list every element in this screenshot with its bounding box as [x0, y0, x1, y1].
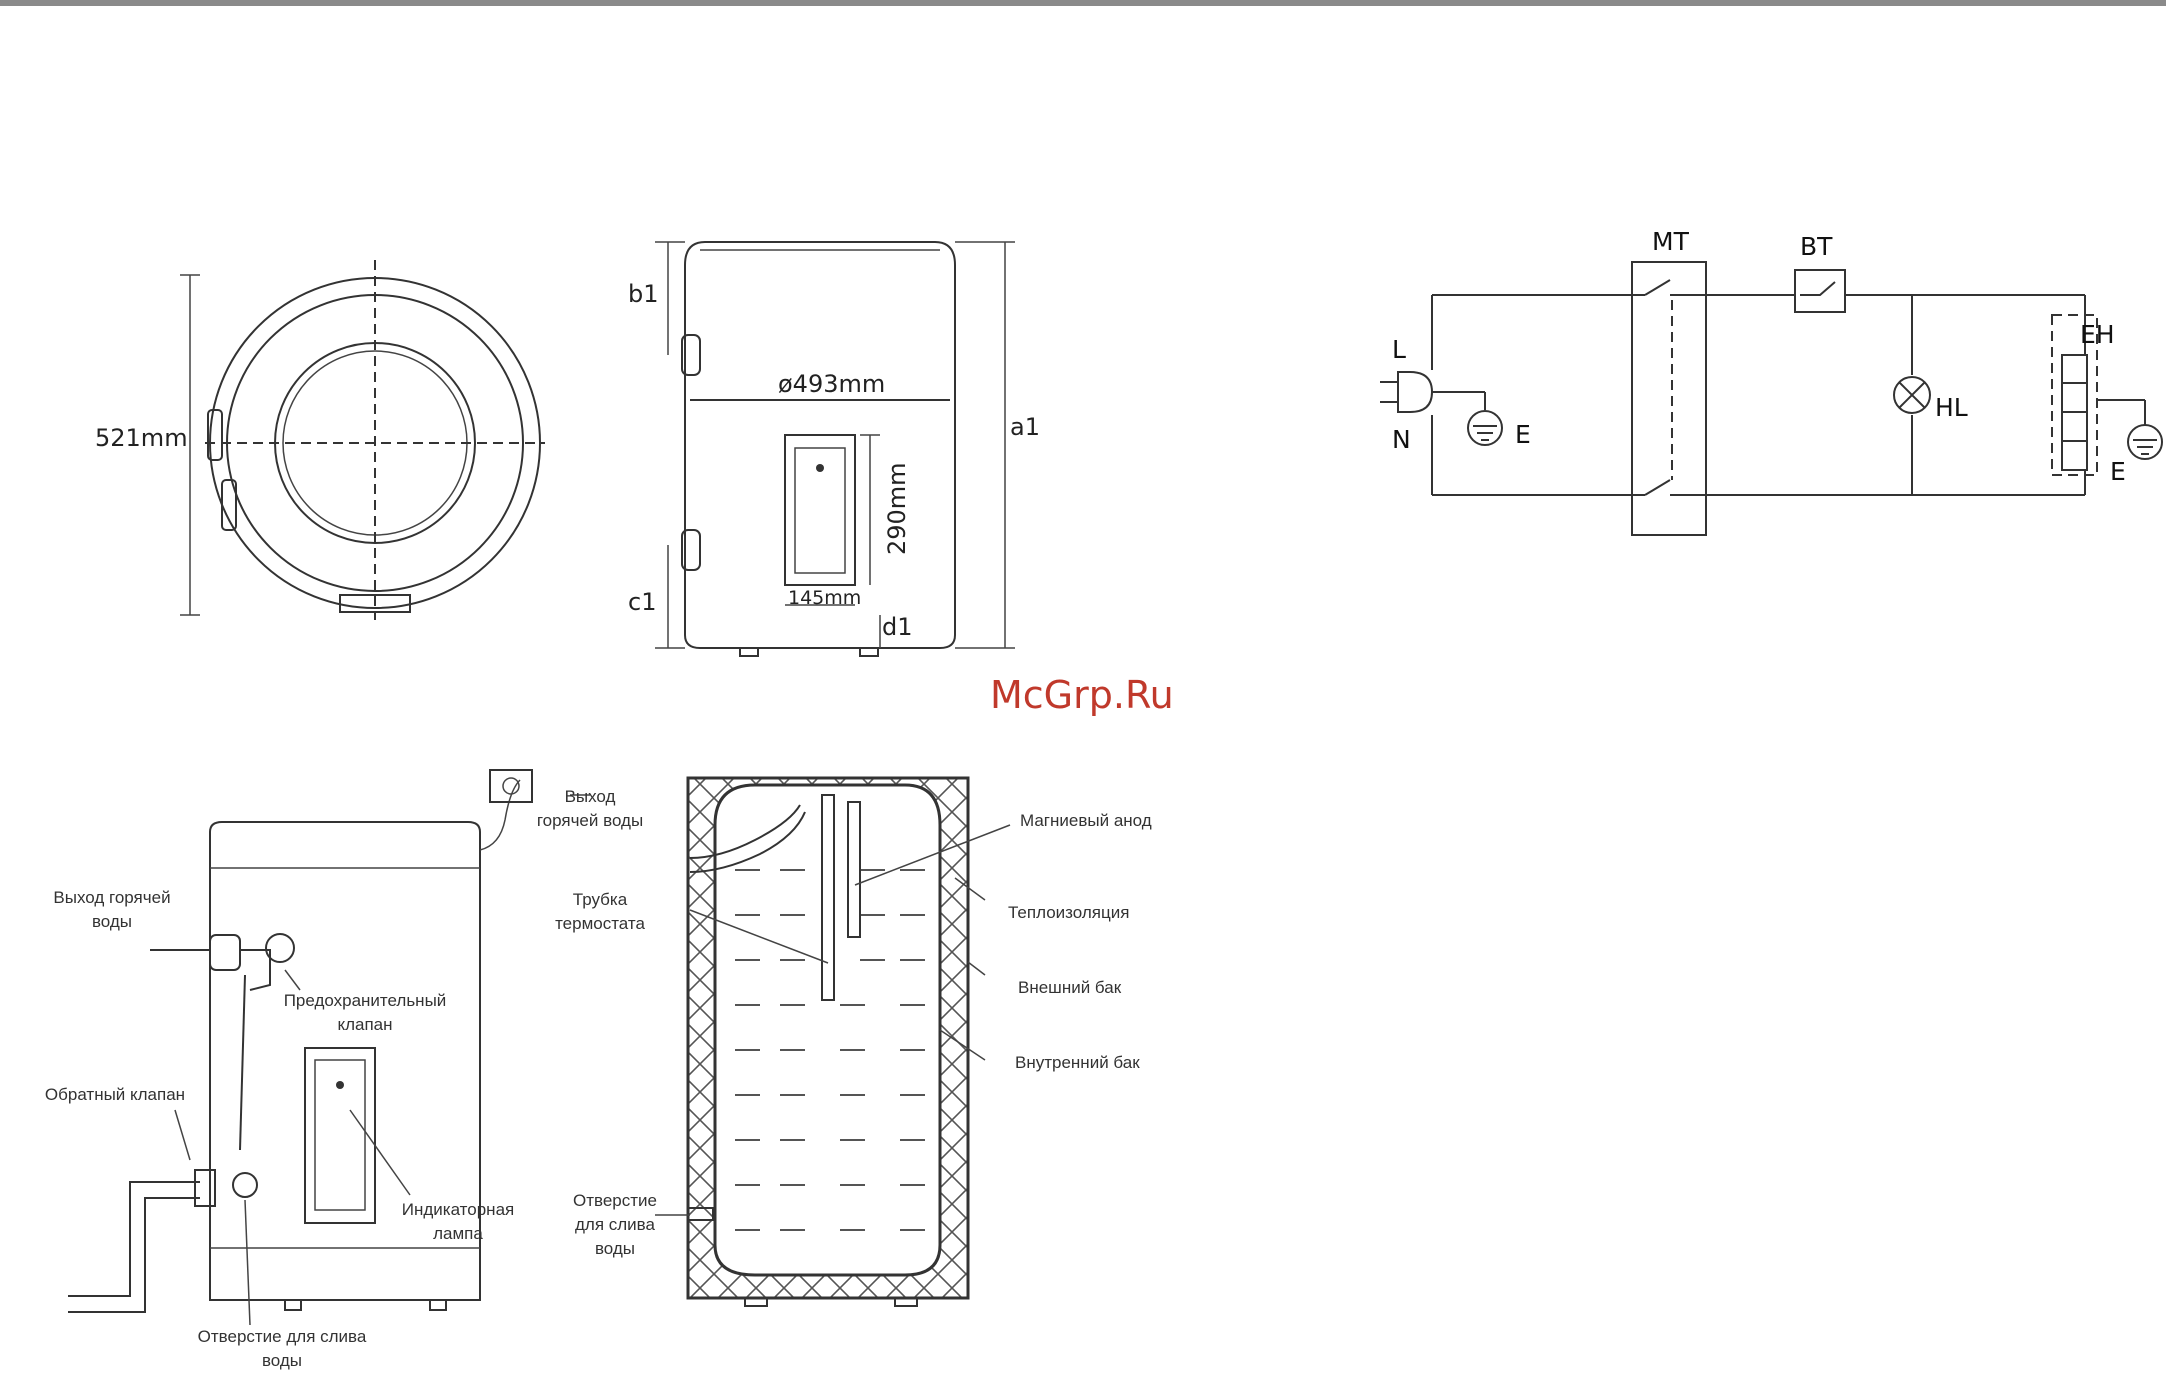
check-valve-label: Обратный клапан	[45, 1085, 185, 1104]
drain-line1: Отверстие	[573, 1191, 657, 1210]
label-E-right: E	[2110, 457, 2126, 486]
width-label: 521mm	[95, 424, 188, 452]
label-EH: EH	[2080, 320, 2115, 349]
label-L: L	[1392, 335, 1406, 364]
dim-d1: d1	[882, 613, 913, 641]
hot-water-outlet-top-line2: горячей воды	[537, 811, 643, 830]
insulation-label: Теплоизоляция	[1008, 903, 1129, 922]
safety-valve-line1: Предохранительный	[284, 991, 447, 1010]
label-BT: BT	[1800, 232, 1833, 261]
safety-valve-line2: клапан	[337, 1015, 392, 1034]
top-view: 521mm	[95, 260, 545, 620]
label-N: N	[1392, 425, 1411, 454]
drain-line2: для слива	[575, 1215, 656, 1234]
indicator-lamp-line2: лампа	[433, 1224, 483, 1243]
watermark: McGrp.Ru	[990, 673, 1174, 717]
hot-water-outlet-left-line1: Выход горячей	[53, 888, 170, 907]
label-E-left: E	[1515, 420, 1531, 449]
indicator-lamp-line1: Индикаторная	[402, 1200, 514, 1219]
drain-hole-line2: воды	[262, 1351, 302, 1370]
dim-c1: c1	[628, 588, 656, 616]
thermostat-tube-line1: Трубка	[573, 890, 628, 909]
thermostat-tube-line2: термостата	[555, 914, 645, 933]
cross-section-view: Магниевый анод Трубка термостата Теплоиз…	[555, 778, 1152, 1306]
hot-water-outlet-top-line1: Выход	[565, 787, 616, 806]
panel-height-label: 290mm	[883, 462, 911, 555]
label-MT: MT	[1652, 227, 1690, 256]
dim-a1: a1	[1010, 413, 1040, 441]
wiring-schematic: L N E MT BT HL EH E	[1380, 227, 2162, 535]
magnesium-anode-label: Магниевый анод	[1020, 811, 1152, 830]
exterior-view: Выход горячей воды Выход горячей воды Пр…	[45, 770, 643, 1370]
drain-line3: воды	[595, 1239, 635, 1258]
panel-width-label: 145mm	[788, 587, 861, 609]
inner-tank-label: Внутренний бак	[1015, 1053, 1140, 1072]
hot-water-outlet-left-line2: воды	[92, 912, 132, 931]
dim-b1: b1	[628, 280, 659, 308]
outer-tank-label: Внешний бак	[1018, 978, 1122, 997]
diameter-label: ø493mm	[778, 370, 885, 398]
side-view: b1 c1 d1 a1 ø493mm 145mm 290mm	[628, 242, 1040, 656]
label-HL: HL	[1935, 393, 1968, 422]
drain-hole-line1: Отверстие для слива	[198, 1327, 367, 1346]
